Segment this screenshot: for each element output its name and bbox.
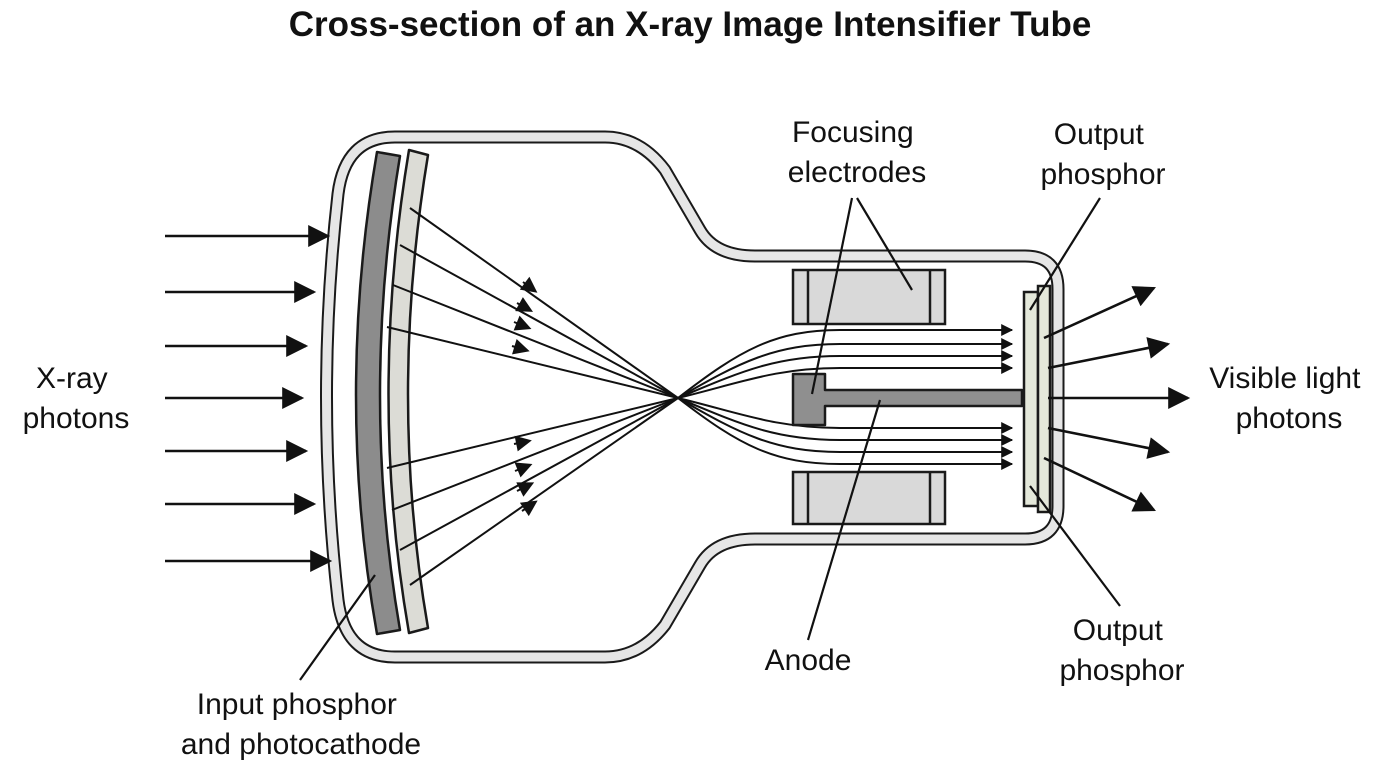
electron-path — [391, 397, 679, 511]
electron-path — [677, 397, 1014, 458]
output-phosphor-screen — [1022, 284, 1052, 514]
electron-arrowhead — [513, 315, 532, 331]
electron-arrowhead — [515, 297, 533, 312]
tube-envelope — [320, 130, 1065, 664]
label-output-phosphor-bottom: Output phosphor — [1059, 614, 1184, 687]
electron-arrowhead — [511, 339, 530, 355]
electron-path — [677, 397, 1014, 470]
light-arrow — [1043, 456, 1156, 512]
label-anode: Anode — [765, 644, 852, 677]
x-ray-arrows — [165, 225, 333, 572]
focusing-electrodes-leader — [856, 197, 913, 291]
visible-light-arrows — [1043, 286, 1191, 512]
focusing-electrode-top — [791, 268, 947, 326]
anode — [791, 372, 1024, 427]
electron-path — [399, 244, 679, 399]
diagram-title: Cross-section of an X-ray Image Intensif… — [289, 5, 1092, 44]
electron-path — [677, 397, 1014, 446]
diverging-electron-paths — [677, 324, 1014, 470]
electron-path — [392, 284, 679, 399]
electron-arrowhead — [514, 462, 533, 478]
label-visible-light-photons: Visible light photons — [1209, 362, 1369, 435]
photocathode-layer — [387, 148, 430, 635]
label-input-phosphor: Input phosphor and photocathode — [181, 688, 421, 761]
electron-path — [386, 326, 679, 399]
electron-path — [677, 362, 1014, 399]
electron-path — [677, 350, 1014, 399]
electron-path — [677, 324, 1014, 399]
electron-path — [677, 338, 1014, 399]
electron-arrowhead — [513, 435, 532, 452]
electron-path — [409, 207, 679, 399]
electron-arrowhead — [519, 276, 538, 293]
input-phosphor-leader — [299, 574, 376, 681]
label-x-ray-photons: X-ray photons — [23, 362, 130, 435]
electron-arrowhead — [519, 500, 538, 517]
electron-path — [386, 397, 679, 469]
focusing-electrode-bottom — [791, 470, 947, 526]
light-arrow — [1043, 286, 1157, 340]
label-focusing-electrodes: Focusing electrodes — [788, 116, 926, 189]
anode-leader — [806, 399, 882, 641]
input-phosphor-layer — [354, 150, 402, 636]
output-phosphor-bottom-leader — [1029, 485, 1121, 607]
focusing-electrodes-leader — [810, 197, 854, 395]
light-arrow — [1047, 337, 1171, 370]
electron-arrowhead — [516, 482, 535, 497]
electron-path — [677, 397, 1014, 434]
label-output-phosphor-top: Output phosphor — [1040, 118, 1165, 191]
electron-path — [409, 397, 679, 586]
leader-lines — [299, 197, 1121, 681]
electron-path — [399, 397, 679, 551]
converging-electron-paths — [386, 207, 679, 586]
output-phosphor-top-leader — [1029, 197, 1101, 311]
light-arrow — [1047, 426, 1171, 459]
